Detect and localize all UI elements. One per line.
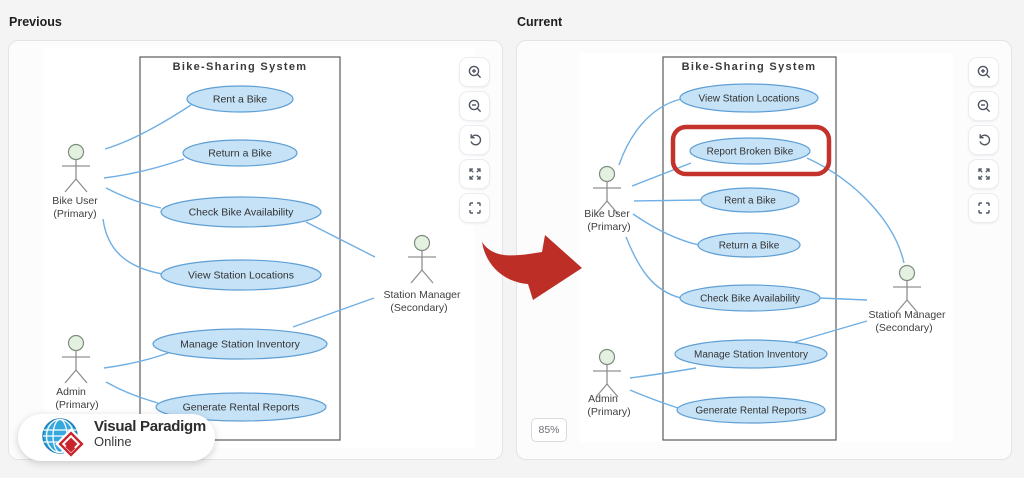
use-case-check-bike-availability: [160, 196, 322, 228]
associations: [618, 98, 905, 409]
actor-role: (Primary): [587, 221, 630, 233]
expand-button[interactable]: [968, 159, 999, 189]
use-case-label: Return a Bike: [719, 241, 780, 252]
use-case-check-bike-availability: [679, 284, 821, 312]
current-use-case-diagram: Bike-Sharing System View Station Locatio…: [580, 53, 953, 442]
use-case-label: Manage Station Inventory: [180, 339, 300, 351]
use-case-manage-station-inventory: [674, 339, 828, 369]
use-case-shapes: Rent a Bike Return a Bike Check Bike Ava…: [152, 85, 328, 422]
use-case-view-station-locations: [160, 259, 322, 291]
logo-text-line2: Online: [94, 434, 132, 449]
zoom-out-icon: [468, 99, 481, 113]
actor-name: Admin: [588, 393, 618, 405]
reset-view-icon: [978, 134, 990, 146]
change-highlight-box: [670, 124, 832, 177]
logo-text-line1: Visual Paradigm: [94, 418, 206, 435]
current-panel-label: Current: [517, 15, 563, 29]
previous-panel-label: Previous: [9, 15, 62, 29]
use-case-label: Check Bike Availability: [700, 294, 800, 305]
actor-bike-user: Bike User (Primary): [584, 165, 631, 233]
use-case-generate-rental-reports: [676, 396, 826, 424]
expand-icon: [468, 168, 481, 180]
associations: [102, 104, 376, 404]
fullscreen-button[interactable]: [459, 193, 490, 223]
expand-button[interactable]: [459, 159, 490, 189]
use-case-label: Generate Rental Reports: [695, 406, 806, 417]
use-case-label: View Station Locations: [699, 94, 800, 105]
use-case-label: Manage Station Inventory: [694, 350, 808, 361]
use-case-label: Check Bike Availability: [189, 207, 295, 219]
actor-station-manager: Station Manager (Secondary): [868, 264, 946, 334]
system-boundary: [139, 56, 341, 441]
expand-icon: [977, 168, 990, 180]
actor-name: Admin: [56, 386, 86, 398]
actor-admin: Admin (Primary): [55, 334, 99, 411]
diagram-zoom-toolbar: [968, 57, 999, 223]
zoom-in-button[interactable]: [459, 57, 490, 87]
reset-view-icon: [469, 134, 481, 146]
fullscreen-icon: [977, 202, 990, 214]
use-case-generate-rental-reports: [155, 392, 327, 422]
system-title: Bike-Sharing System: [173, 61, 308, 73]
actor-name: Bike User: [52, 195, 98, 207]
use-case-label: Generate Rental Reports: [183, 402, 300, 414]
actor-station-manager: Station Manager (Secondary): [383, 234, 461, 314]
change-arrow-icon: [482, 235, 582, 300]
actor-role: (Primary): [53, 208, 96, 220]
actor-bike-user: Bike User (Primary): [52, 143, 98, 220]
use-case-manage-station-inventory: [152, 328, 328, 360]
use-case-rent-a-bike: [186, 85, 294, 113]
use-case-return-a-bike: [182, 139, 298, 167]
visual-paradigm-logo[interactable]: Visual Paradigm Online: [18, 414, 215, 461]
use-case-label: Report Broken Bike: [707, 147, 794, 158]
system-title: Bike-Sharing System: [682, 61, 817, 73]
current-diagram-card: Bike-Sharing System View Station Locatio…: [516, 40, 1012, 460]
actor-role: (Secondary): [390, 302, 447, 314]
previous-use-case-diagram: Bike-Sharing System Rent a Bike Return a…: [44, 48, 474, 448]
actor-name: Station Manager: [868, 309, 946, 321]
zoom-in-button[interactable]: [968, 57, 999, 87]
diagram-zoom-toolbar: [459, 57, 490, 223]
actor-name: Station Manager: [383, 289, 461, 301]
fullscreen-button[interactable]: [968, 193, 999, 223]
zoom-out-button[interactable]: [968, 91, 999, 121]
actor-role: (Secondary): [875, 322, 932, 334]
use-case-label: View Station Locations: [188, 270, 294, 282]
actor-role: (Primary): [587, 406, 630, 418]
diagram-canvas: [44, 48, 474, 448]
fullscreen-icon: [468, 202, 481, 214]
previous-diagram-card: Bike-Sharing System Rent a Bike Return a…: [8, 40, 503, 460]
actor-role: (Primary): [55, 399, 98, 411]
use-case-shapes: View Station Locations Report Broken Bik…: [674, 83, 828, 424]
actor-admin: Admin (Primary): [587, 348, 631, 418]
visual-paradigm-globe-icon: [42, 418, 87, 460]
use-case-label: Return a Bike: [208, 148, 272, 160]
use-case-label: Rent a Bike: [724, 196, 776, 207]
zoom-out-icon: [977, 99, 990, 113]
zoom-out-button[interactable]: [459, 91, 490, 121]
zoom-in-icon: [468, 65, 481, 79]
reset-view-button[interactable]: [968, 125, 999, 155]
use-case-return-a-bike: [697, 232, 801, 258]
actor-name: Bike User: [584, 208, 630, 220]
use-case-rent-a-bike: [700, 187, 800, 213]
zoom-level-badge: 85%: [531, 418, 567, 442]
system-boundary: [662, 56, 837, 441]
use-case-label: Rent a Bike: [213, 94, 267, 106]
zoom-in-icon: [977, 65, 990, 79]
use-case-report-broken-bike: [689, 137, 811, 165]
use-case-view-station-locations: [679, 83, 819, 113]
reset-view-button[interactable]: [459, 125, 490, 155]
